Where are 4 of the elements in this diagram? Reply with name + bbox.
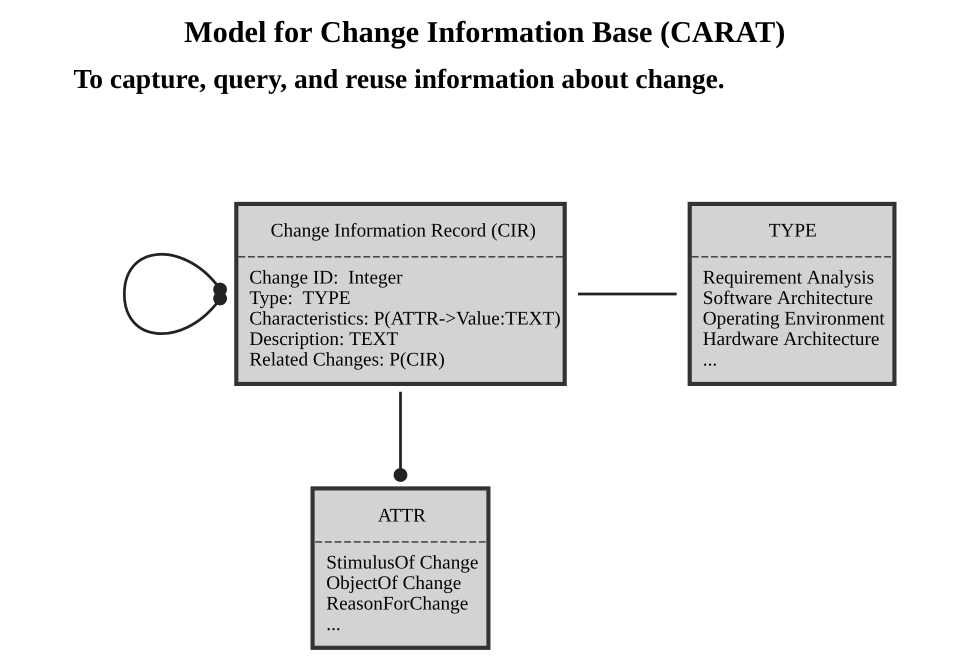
diagram-title: Model for Change Information Base (CARAT) <box>184 14 785 49</box>
connector <box>393 392 407 482</box>
connector <box>577 292 676 296</box>
label: To capture, query, and reuse information about change. <box>72 64 724 94</box>
